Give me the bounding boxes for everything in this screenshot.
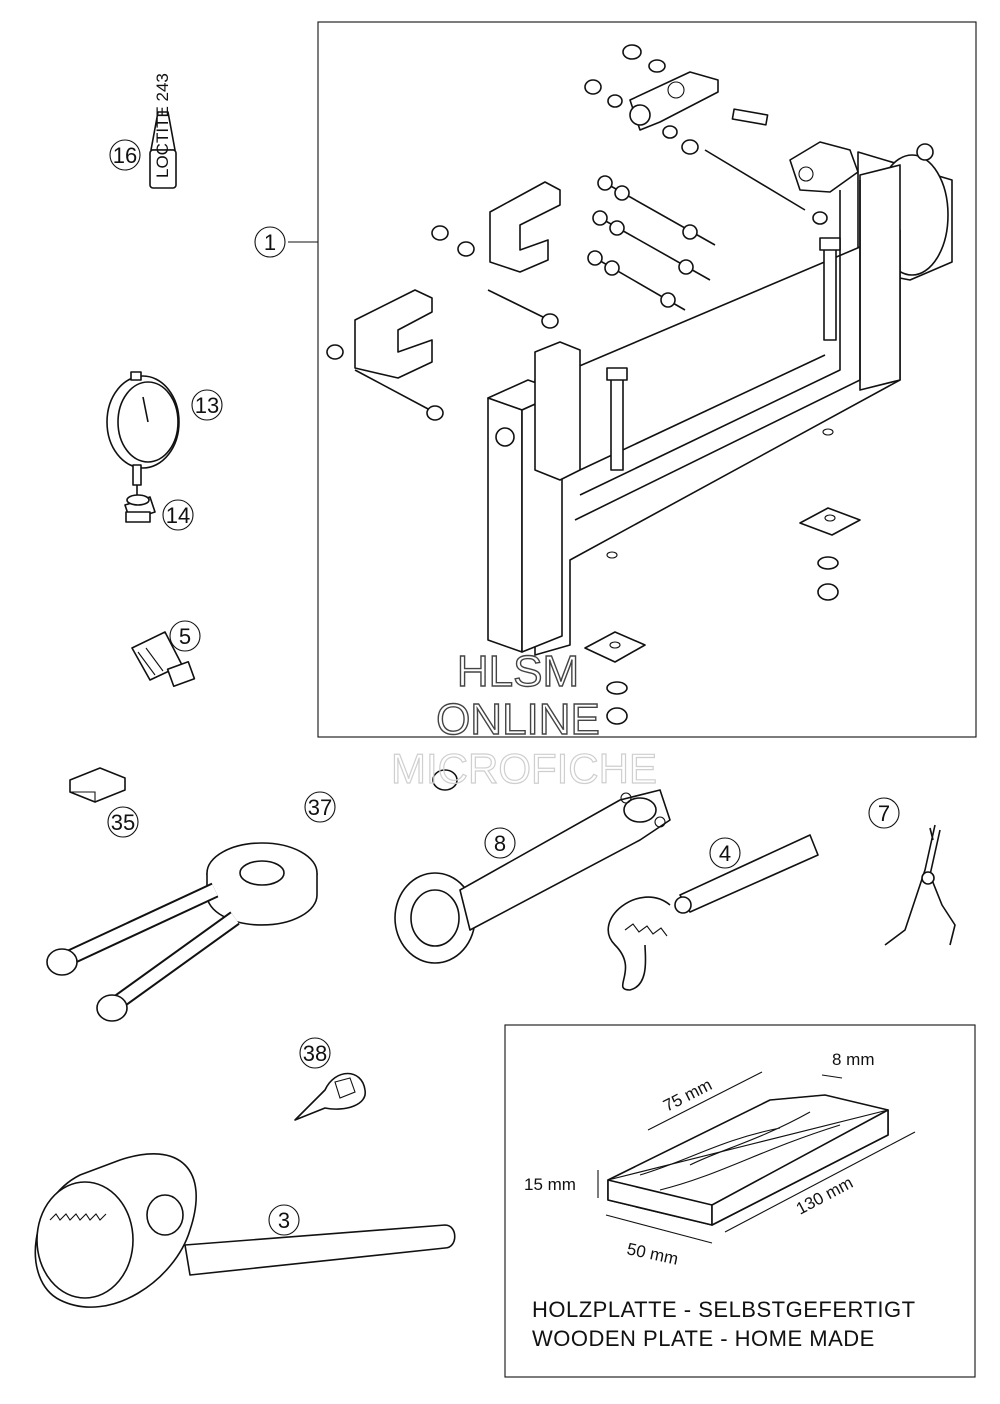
flywheel-puller <box>131 631 196 688</box>
callout-38-label: 38 <box>303 1041 327 1066</box>
crankshaft-locking-tool <box>46 769 458 1022</box>
holding-spanner <box>394 789 671 964</box>
callout-16: 16 <box>109 139 141 171</box>
callout-3-label: 3 <box>278 1208 290 1233</box>
callout-1-label: 1 <box>264 230 276 255</box>
dial-gauge <box>106 371 180 498</box>
callout-37-label: 37 <box>308 795 332 820</box>
engine-stand-frame <box>317 21 977 738</box>
hook-wrench <box>607 834 819 991</box>
loctite-bottle: LOCTITE 243 <box>149 73 177 189</box>
callout-8-label: 8 <box>494 831 506 856</box>
dim-height: 15 mm <box>524 1175 576 1194</box>
loctite-label: LOCTITE 243 <box>153 73 172 178</box>
callout-4: 4 <box>709 837 741 869</box>
clutch-holder <box>34 1153 456 1308</box>
callout-8: 8 <box>484 827 516 859</box>
callout-16-label: 16 <box>113 143 137 168</box>
dial-gauge-adaptor <box>124 494 156 523</box>
callout-35-label: 35 <box>111 810 135 835</box>
callout-35: 35 <box>107 806 139 838</box>
wooden-plate-box <box>504 1024 976 1378</box>
nut-socket <box>69 767 126 803</box>
callout-37: 37 <box>304 791 336 823</box>
watermark-line-2: ONLINE <box>436 695 600 744</box>
watermark-line-3: MICROFICHE <box>391 745 657 792</box>
callout-7: 7 <box>868 797 900 829</box>
wooden-plate-label-en: WOODEN PLATE - HOME MADE <box>532 1326 875 1351</box>
callout-14-label: 14 <box>166 503 190 528</box>
callout-13-label: 13 <box>195 393 219 418</box>
callout-5: 5 <box>169 620 201 652</box>
wooden-plate-drawing <box>597 1071 916 1244</box>
callout-14: 14 <box>162 499 194 531</box>
callout-38: 38 <box>299 1037 331 1069</box>
callout-4-label: 4 <box>719 841 731 866</box>
stand-hardware <box>326 44 861 725</box>
callout-1: 1 <box>254 226 286 258</box>
dim-slot: 8 mm <box>832 1050 875 1069</box>
callout-13: 13 <box>191 389 223 421</box>
dim-front: 50 mm <box>625 1239 680 1268</box>
callout-5-label: 5 <box>179 624 191 649</box>
lock-washer <box>294 1072 366 1121</box>
callout-7-label: 7 <box>878 801 890 826</box>
engine-stand <box>487 141 953 656</box>
circlip-pliers <box>884 824 956 946</box>
watermark-line-1: HLSM <box>457 647 579 696</box>
callout-3: 3 <box>268 1204 300 1236</box>
wooden-plate-label-de: HOLZPLATTE - SELBSTGEFERTIGT <box>532 1297 916 1322</box>
